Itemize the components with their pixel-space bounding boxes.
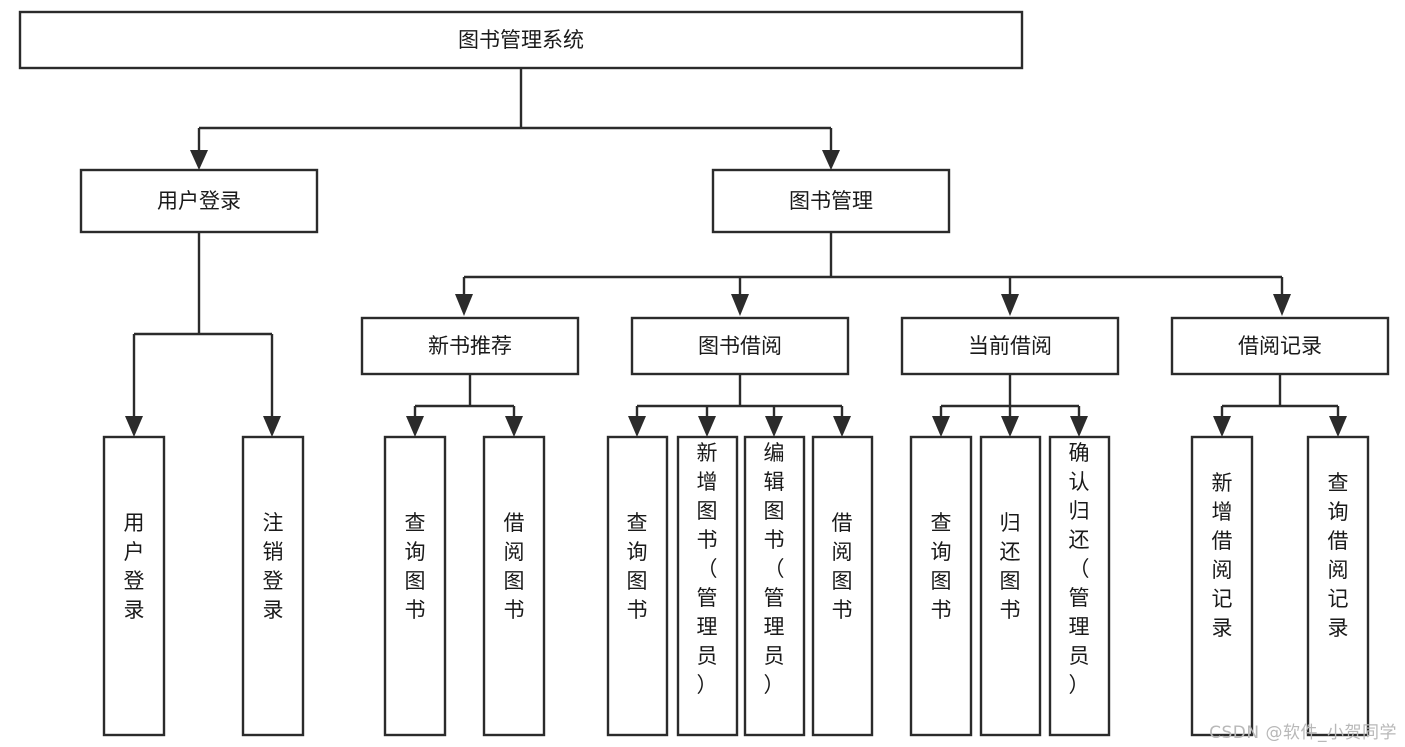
node-leaf-edit-book-box[interactable]	[743, 435, 806, 737]
node-leaf-borrow-book-a-label: 借阅图书	[504, 511, 525, 622]
node-new-book-rec-label: 新书推荐	[428, 334, 512, 358]
node-leaf-confirm-return-box[interactable]	[1048, 435, 1111, 737]
node-leaf-borrow-book-b[interactable]: 借阅图书	[811, 435, 874, 737]
node-current-borrow-label: 当前借阅	[968, 334, 1052, 358]
arrowhead-borrow-record	[1273, 294, 1291, 316]
node-leaf-query-book-c-box[interactable]	[909, 435, 973, 737]
node-root-label: 图书管理系统	[458, 28, 584, 52]
arrowhead-leaf-add-record	[1213, 416, 1231, 437]
arrowhead-book-manage	[822, 150, 840, 170]
node-book-borrow-box[interactable]	[630, 316, 850, 376]
node-leaf-user-login-box[interactable]	[102, 435, 166, 737]
node-leaf-query-record[interactable]: 查询借阅记录	[1306, 435, 1370, 737]
node-leaf-user-login[interactable]: 用户登录	[102, 435, 166, 737]
node-book-manage-box[interactable]	[711, 168, 951, 234]
arrowhead-leaf-confirm-return	[1070, 416, 1088, 437]
arrowhead-leaf-user-login	[125, 416, 143, 437]
node-user-login[interactable]: 用户登录	[79, 168, 319, 234]
arrowhead-leaf-q-book-c	[932, 416, 950, 437]
node-leaf-query-book-b[interactable]: 查询图书	[606, 435, 669, 737]
node-leaf-add-book[interactable]: 新增图书（管理员）	[676, 435, 739, 737]
node-leaf-query-book-b-label: 查询图书	[627, 511, 648, 622]
node-leaf-borrow-book-b-box[interactable]	[811, 435, 874, 737]
node-leaf-return-book-label: 归还图书	[1000, 511, 1021, 622]
node-leaf-logout-label: 注销登录	[263, 511, 284, 622]
node-leaf-confirm-return[interactable]: 确认归还（管理员）	[1048, 435, 1111, 737]
arrowhead-leaf-borrow-book-a	[505, 416, 523, 437]
arrowhead-leaf-q-book-b	[628, 416, 646, 437]
arrowhead-leaf-edit-book	[765, 416, 783, 437]
node-leaf-query-book-a-box[interactable]	[383, 435, 447, 737]
node-book-borrow[interactable]: 图书借阅	[630, 316, 850, 376]
arrowhead-leaf-add-book	[698, 416, 716, 437]
node-leaf-edit-book[interactable]: 编辑图书（管理员）	[743, 435, 806, 737]
arrowhead-new-book-rec	[455, 294, 473, 316]
node-root-box[interactable]	[18, 10, 1024, 70]
node-book-manage[interactable]: 图书管理	[711, 168, 951, 234]
node-leaf-add-book-label: 新增图书（管理员）	[697, 441, 718, 697]
arrowhead-leaf-return-book	[1001, 416, 1019, 437]
node-leaf-borrow-book-a[interactable]: 借阅图书	[482, 435, 546, 737]
node-leaf-borrow-book-a-box[interactable]	[482, 435, 546, 737]
node-user-login-label: 用户登录	[157, 189, 241, 213]
node-leaf-query-book-b-box[interactable]	[606, 435, 669, 737]
node-leaf-add-record[interactable]: 新增借阅记录	[1190, 435, 1254, 737]
node-leaf-query-book-c-label: 查询图书	[931, 511, 952, 622]
node-leaf-add-book-box[interactable]	[676, 435, 739, 737]
node-leaf-edit-book-label: 编辑图书（管理员）	[764, 441, 785, 697]
node-leaf-return-book-box[interactable]	[979, 435, 1042, 737]
node-user-login-box[interactable]	[79, 168, 319, 234]
node-borrow-record-label: 借阅记录	[1238, 334, 1322, 358]
arrowhead-book-borrow	[731, 294, 749, 316]
csdn-watermark: CSDN @软件_小贺同学	[1209, 723, 1397, 743]
arrowhead-current-borrow	[1001, 294, 1019, 316]
node-leaf-add-record-box[interactable]	[1190, 435, 1254, 737]
node-borrow-record[interactable]: 借阅记录	[1170, 316, 1390, 376]
node-new-book-rec-box[interactable]	[360, 316, 580, 376]
node-current-borrow-box[interactable]	[900, 316, 1120, 376]
node-leaf-query-book-c[interactable]: 查询图书	[909, 435, 973, 737]
arrowhead-leaf-logout	[263, 416, 281, 437]
arrowhead-user-login	[190, 150, 208, 170]
node-leaf-query-record-box[interactable]	[1306, 435, 1370, 737]
arrowhead-leaf-q-book-a	[406, 416, 424, 437]
node-borrow-record-box[interactable]	[1170, 316, 1390, 376]
node-leaf-query-book-a[interactable]: 查询图书	[383, 435, 447, 737]
node-new-book-rec[interactable]: 新书推荐	[360, 316, 580, 376]
arrowhead-leaf-borrow-book-b	[833, 416, 851, 437]
arrowhead-leaf-q-record	[1329, 416, 1347, 437]
node-leaf-query-record-label: 查询借阅记录	[1328, 471, 1349, 640]
node-leaf-query-book-a-label: 查询图书	[405, 511, 426, 622]
connector-layer	[125, 68, 1347, 437]
node-root[interactable]: 图书管理系统	[18, 10, 1024, 70]
node-leaf-add-record-label: 新增借阅记录	[1212, 471, 1233, 640]
node-leaf-return-book[interactable]: 归还图书	[979, 435, 1042, 737]
node-leaf-logout-box[interactable]	[241, 435, 305, 737]
node-leaf-confirm-return-label: 确认归还（管理员）	[1069, 441, 1090, 697]
node-book-manage-label: 图书管理	[789, 189, 873, 213]
node-current-borrow[interactable]: 当前借阅	[900, 316, 1120, 376]
node-book-borrow-label: 图书借阅	[698, 334, 782, 358]
node-leaf-borrow-book-b-label: 借阅图书	[832, 511, 853, 622]
node-leaf-logout[interactable]: 注销登录	[241, 435, 305, 737]
node-leaf-user-login-label: 用户登录	[124, 511, 145, 622]
